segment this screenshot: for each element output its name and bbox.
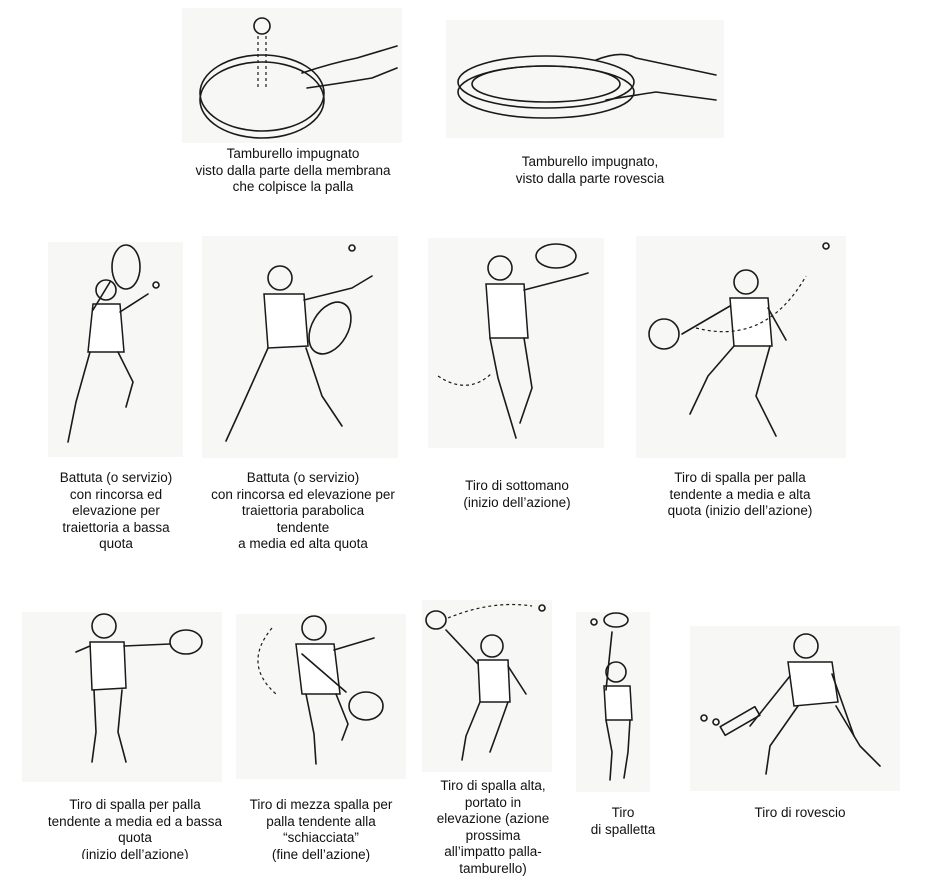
tamburello-membrane-illustration <box>182 8 402 143</box>
player-high-shoulder-illustration <box>422 600 552 772</box>
player-serving-low-illustration <box>48 242 183 457</box>
caption: Tiro di sottomano (inizio dell’azione) <box>463 478 571 510</box>
caption: Tiro di rovescio <box>754 805 846 820</box>
caption: Tamburello impugnato, visto dalla parte … <box>515 154 665 186</box>
player-spalletta-illustration <box>576 612 650 792</box>
caption: Tiro di spalletta <box>590 805 656 837</box>
player-shoulder-throw-high-illustration <box>636 236 846 458</box>
tamburello-reverse-illustration <box>446 20 724 138</box>
caption: Battuta (o servizio) con rincorsa ed ele… <box>59 470 173 551</box>
caption: Tamburello impugnato visto dalla parte d… <box>195 146 391 194</box>
caption: Tiro di spalla per palla tendente a medi… <box>47 797 223 859</box>
caption: Tiro di spalla per palla tendente a medi… <box>667 470 813 518</box>
player-serving-parabolic-illustration <box>202 236 398 458</box>
player-backhand-illustration <box>690 626 900 791</box>
player-half-shoulder-illustration <box>236 614 406 779</box>
caption: Tiro di spalla alta, portato in elevazio… <box>436 778 550 876</box>
caption: Battuta (o servizio) con rincorsa ed ele… <box>211 470 395 551</box>
player-underhand-illustration <box>428 238 604 448</box>
player-shoulder-throw-low-illustration <box>22 612 222 782</box>
caption: Tiro di mezza spalla per palla tendente … <box>249 797 393 862</box>
